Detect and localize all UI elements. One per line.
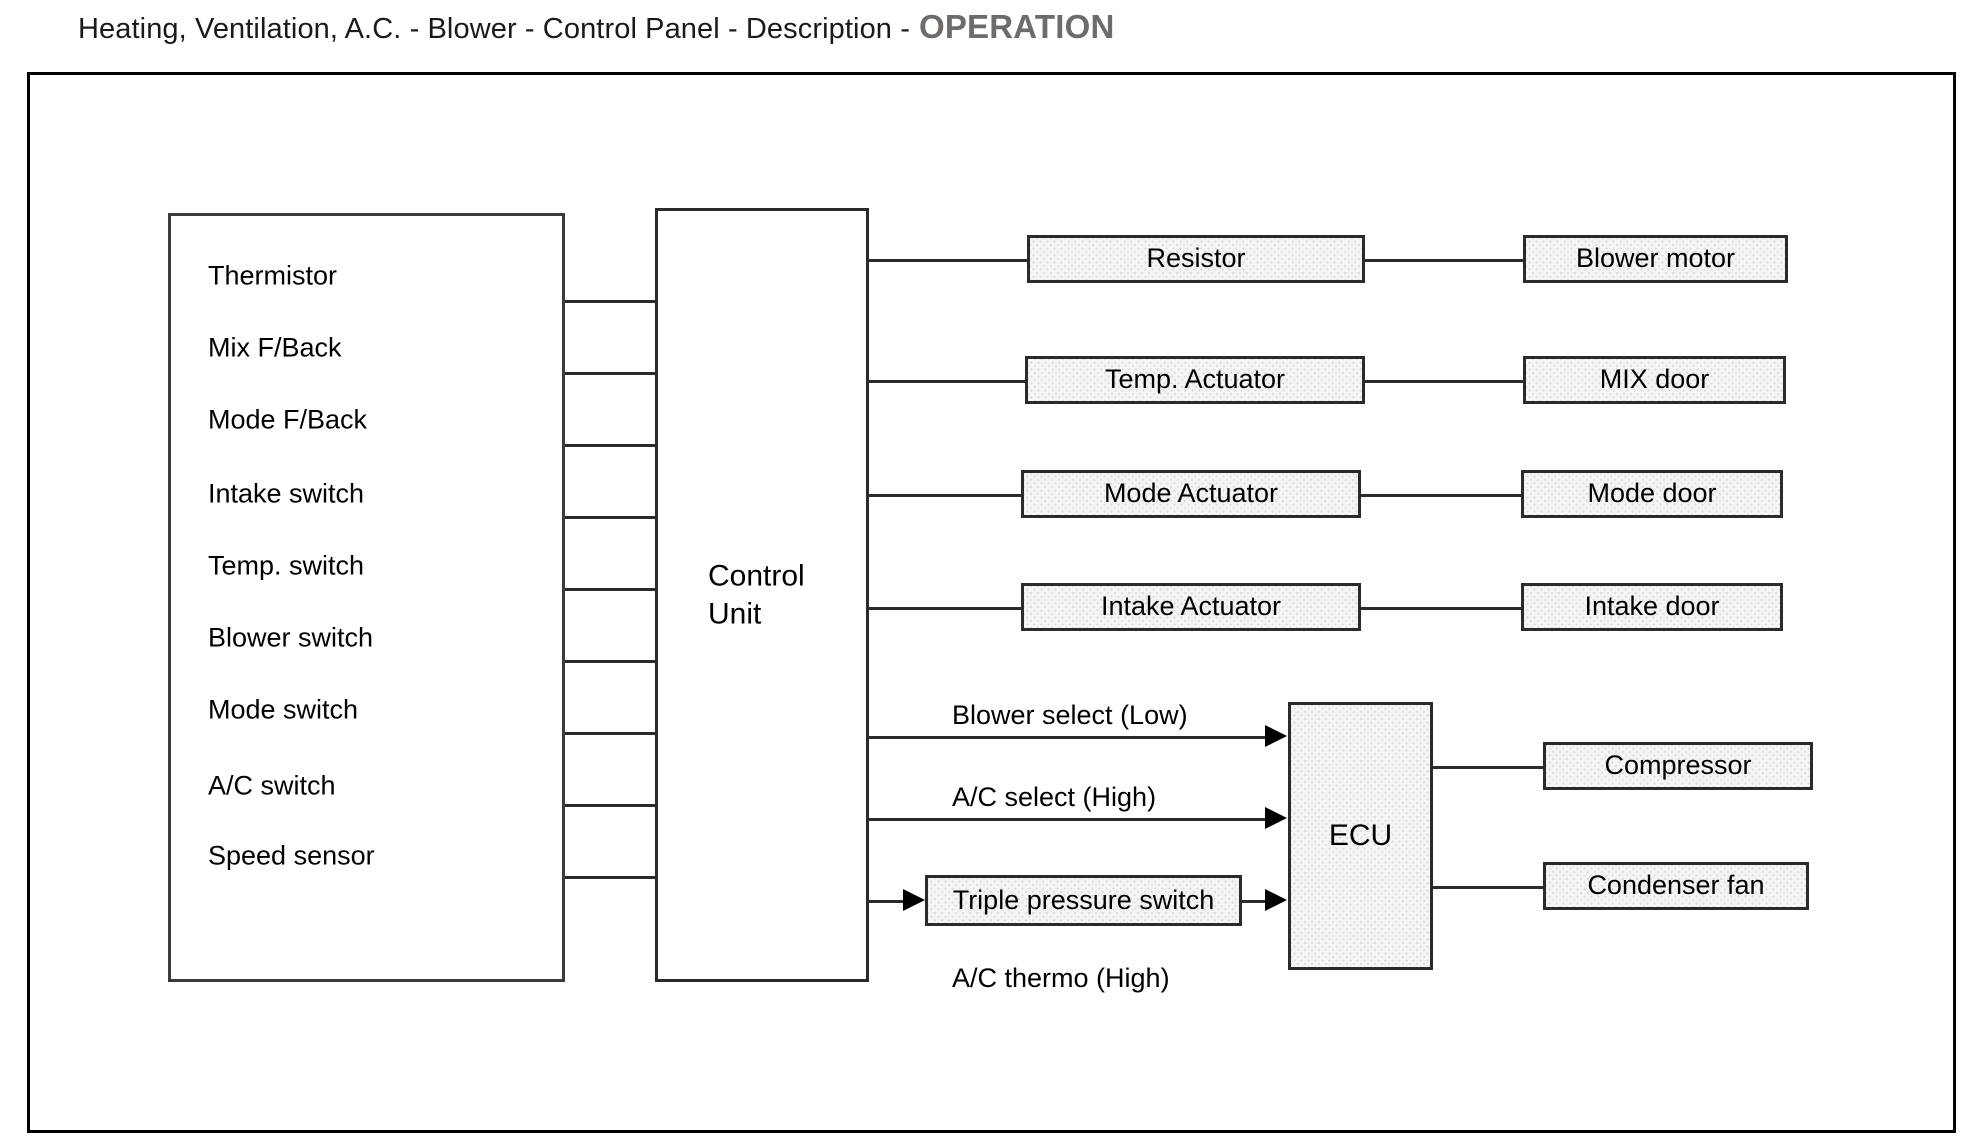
arrow-head-triple-pressure-switch-in <box>903 889 925 911</box>
link-cu-to-temp-actuator <box>869 380 1025 383</box>
ecu-label: ECU <box>1328 819 1393 853</box>
control-unit-label: Control Unit <box>708 558 805 633</box>
connector-blower-switch <box>565 660 657 663</box>
connector-ac-switch <box>565 804 657 807</box>
intake-door-block: Intake door <box>1521 583 1783 631</box>
mix-door-label: MIX door <box>1599 364 1710 395</box>
section-heading: OPERATION <box>918 8 1115 45</box>
intake-door-label: Intake door <box>1584 591 1720 622</box>
mode-door-block: Mode door <box>1521 470 1783 518</box>
sensor-label-speed-sensor: Speed sensor <box>208 840 375 871</box>
link-mode-actuator-to-mode-door <box>1361 494 1521 497</box>
sensor-label-intake-switch: Intake switch <box>208 478 365 509</box>
sensor-label-ac-switch: A/C switch <box>208 770 336 801</box>
link-triple-pressure-switch-to-ecu <box>1242 900 1265 903</box>
sensor-label-mode-switch: Mode switch <box>208 694 359 725</box>
signal-label-blower-select: Blower select (Low) <box>952 700 1188 730</box>
control-unit-block: Control Unit <box>655 208 869 982</box>
resistor-label: Resistor <box>1146 243 1246 274</box>
signal-label-ac-thermo: A/C thermo (High) <box>952 963 1170 993</box>
resistor-block: Resistor <box>1027 235 1365 283</box>
link-cu-to-ecu-blower-select <box>869 736 1265 739</box>
triple-pressure-switch-label: Triple pressure switch <box>952 884 1215 915</box>
ecu-block: ECU <box>1288 702 1433 970</box>
arrow-head-blower-select <box>1265 725 1287 747</box>
link-cu-to-intake-actuator <box>869 607 1021 610</box>
connector-mode-switch <box>565 732 657 735</box>
link-ecu-to-compressor <box>1433 766 1543 769</box>
sensor-label-thermistor: Thermistor <box>208 260 338 291</box>
condenser-fan-label: Condenser fan <box>1587 870 1765 901</box>
connector-mode-fback <box>565 444 657 447</box>
link-temp-actuator-to-mix-door <box>1365 380 1523 383</box>
temp-actuator-label: Temp. Actuator <box>1104 364 1286 395</box>
sensor-label-mix-fback: Mix F/Back <box>208 332 342 363</box>
link-cu-to-triple-pressure-switch <box>869 900 903 903</box>
connector-temp-switch <box>565 588 657 591</box>
intake-actuator-block: Intake Actuator <box>1021 583 1361 631</box>
control-unit-line1: Control <box>708 559 805 593</box>
link-ecu-to-condenser-fan <box>1433 886 1543 889</box>
connector-mix-fback <box>565 372 657 375</box>
link-intake-actuator-to-intake-door <box>1361 607 1521 610</box>
mode-actuator-label: Mode Actuator <box>1103 478 1279 509</box>
mode-door-label: Mode door <box>1587 478 1717 509</box>
condenser-fan-block: Condenser fan <box>1543 862 1809 910</box>
sensor-label-temp-switch: Temp. switch <box>208 550 365 581</box>
mix-door-block: MIX door <box>1523 356 1786 404</box>
link-cu-to-ecu-ac-select <box>869 818 1265 821</box>
blower-motor-label: Blower motor <box>1575 243 1736 274</box>
signal-label-ac-select: A/C select (High) <box>952 782 1157 812</box>
compressor-block: Compressor <box>1543 742 1813 790</box>
triple-pressure-switch-block: Triple pressure switch <box>925 875 1242 926</box>
control-unit-line2: Unit <box>708 597 762 630</box>
temp-actuator-block: Temp. Actuator <box>1025 356 1365 404</box>
connector-speed-sensor <box>565 876 657 879</box>
page-title: Heating, Ventilation, A.C. - Blower - Co… <box>78 8 1115 54</box>
breadcrumb: Heating, Ventilation, A.C. - Blower - Co… <box>78 13 910 45</box>
link-cu-to-resistor <box>869 259 1027 262</box>
sensor-label-mode-fback: Mode F/Back <box>208 404 368 435</box>
blower-motor-block: Blower motor <box>1523 235 1788 283</box>
compressor-label: Compressor <box>1604 750 1752 781</box>
mode-actuator-block: Mode Actuator <box>1021 470 1361 518</box>
sensor-input-block: Thermistor Mix F/Back Mode F/Back Intake… <box>168 213 565 982</box>
link-resistor-to-blower-motor <box>1365 259 1523 262</box>
sensor-label-blower-switch: Blower switch <box>208 622 374 653</box>
connector-intake-switch <box>565 516 657 519</box>
intake-actuator-label: Intake Actuator <box>1100 591 1282 622</box>
connector-thermistor <box>565 300 657 303</box>
arrow-head-triple-pressure-switch-out <box>1265 889 1287 911</box>
link-cu-to-mode-actuator <box>869 494 1021 497</box>
arrow-head-ac-select <box>1265 807 1287 829</box>
